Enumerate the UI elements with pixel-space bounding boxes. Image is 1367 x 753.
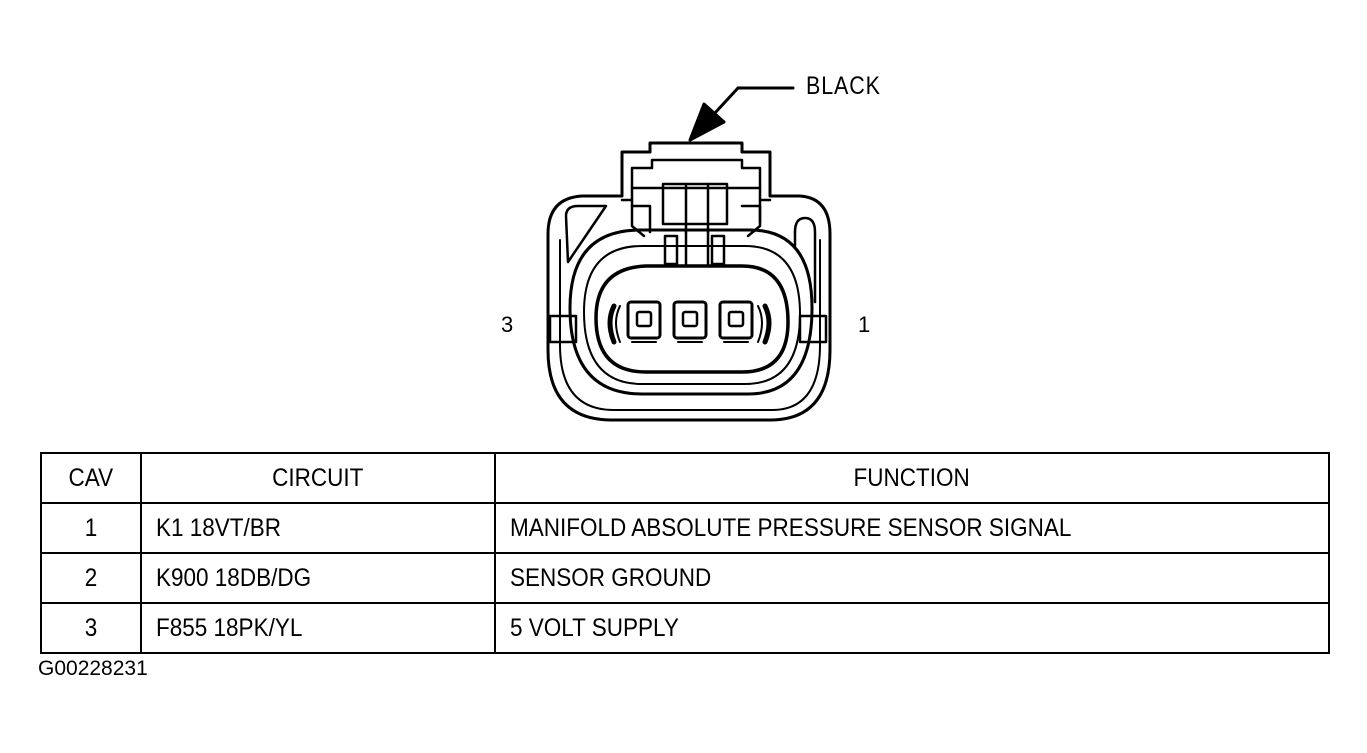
lock-tab bbox=[620, 158, 772, 266]
table-header-row: CAV CIRCUIT FUNCTION bbox=[40, 452, 1330, 504]
header-circuit: CIRCUIT bbox=[140, 452, 496, 504]
header-cav: CAV bbox=[40, 452, 142, 504]
cavity-label-right: 1 bbox=[858, 312, 871, 337]
connector-diagram bbox=[546, 86, 832, 422]
terminal-cavity-3 bbox=[626, 300, 662, 343]
function-cell: MANIFOLD ABSOLUTE PRESSURE SENSOR SIGNAL bbox=[494, 502, 1330, 554]
right-key bbox=[798, 314, 828, 344]
circuit-cell: K1 18VT/BR bbox=[140, 502, 496, 554]
cavity-shading bbox=[607, 303, 772, 345]
right-ear bbox=[793, 216, 817, 304]
figure-id: G00228231 bbox=[38, 657, 148, 680]
connector-color-label: BLACK bbox=[806, 72, 881, 100]
cav-cell: 1 bbox=[40, 502, 142, 554]
header-function: FUNCTION bbox=[494, 452, 1330, 504]
terminal-cavity-2 bbox=[672, 300, 708, 343]
table-row: 1 K1 18VT/BR MANIFOLD ABSOLUTE PRESSURE … bbox=[40, 502, 1330, 554]
function-cell: SENSOR GROUND bbox=[494, 552, 1330, 604]
circuit-cell: K900 18DB/DG bbox=[140, 552, 496, 604]
terminal-cavity-1 bbox=[718, 300, 754, 343]
pinout-table: CAV CIRCUIT FUNCTION 1 K1 18VT/BR MANIFO… bbox=[40, 452, 1330, 654]
terminal-seal bbox=[568, 228, 814, 396]
cav-cell: 2 bbox=[40, 552, 142, 604]
housing-inner-edge bbox=[559, 239, 821, 411]
cavity-label-left: 3 bbox=[501, 312, 514, 337]
connector-housing bbox=[546, 141, 832, 422]
left-key bbox=[548, 314, 578, 344]
table-row: 2 K900 18DB/DG SENSOR GROUND bbox=[40, 552, 1330, 604]
cav-cell: 3 bbox=[40, 602, 142, 654]
circuit-cell: F855 18PK/YL bbox=[140, 602, 496, 654]
left-ear bbox=[564, 204, 608, 264]
function-cell: 5 VOLT SUPPLY bbox=[494, 602, 1330, 654]
table-row: 3 F855 18PK/YL 5 VOLT SUPPLY bbox=[40, 602, 1330, 654]
leader-arrow bbox=[688, 86, 795, 142]
